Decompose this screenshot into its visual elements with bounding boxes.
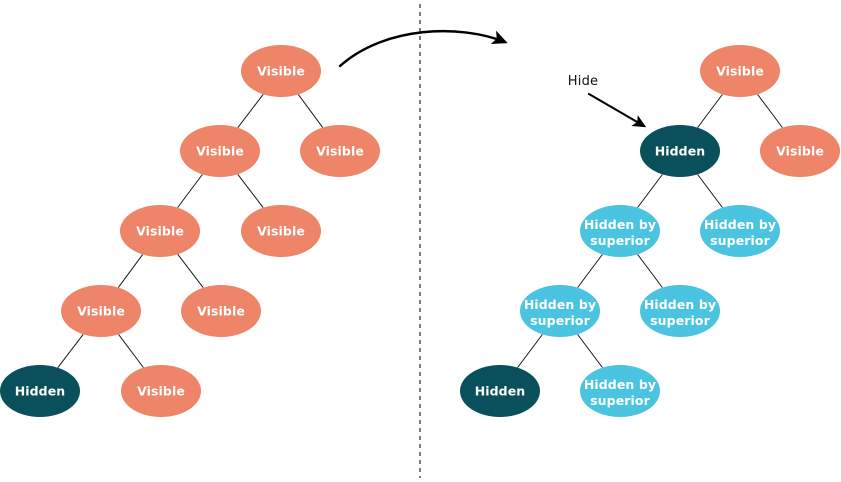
node-label: Visible: [716, 64, 764, 79]
node-ellipse[interactable]: [580, 365, 660, 417]
node-ellipse[interactable]: [760, 125, 840, 177]
tree-node-hidden[interactable]: Hidden: [640, 125, 720, 177]
tree-edge: [697, 174, 723, 208]
node-label: Visible: [257, 64, 305, 79]
tree-node-visible[interactable]: Visible: [120, 205, 200, 257]
tree-node-visible[interactable]: Visible: [121, 365, 201, 417]
tree-edge: [577, 334, 603, 368]
node-ellipse[interactable]: [640, 285, 720, 337]
tree-node-visible[interactable]: Visible: [241, 45, 321, 97]
node-ellipse[interactable]: [180, 125, 260, 177]
tree-edge: [517, 334, 543, 368]
node-label: Hidden: [655, 144, 706, 159]
transition-arrow-icon: [338, 29, 508, 68]
node-label: Visible: [257, 224, 305, 239]
node-label: Visible: [136, 224, 184, 239]
tree-node-visible[interactable]: Visible: [700, 45, 780, 97]
node-label: Visible: [137, 384, 185, 399]
hide-arrow-icon: [587, 92, 647, 128]
node-ellipse[interactable]: [460, 365, 540, 417]
tree-edge: [177, 253, 204, 289]
node-label: Visible: [776, 144, 824, 159]
node-ellipse[interactable]: [700, 45, 780, 97]
node-ellipse[interactable]: [120, 205, 200, 257]
node-label: Visible: [316, 144, 364, 159]
tree-edge: [117, 254, 144, 288]
tree-edge: [57, 333, 84, 369]
node-ellipse[interactable]: [181, 285, 261, 337]
tree-edge: [577, 254, 603, 288]
hide-annotation-label: Hide: [568, 74, 598, 89]
tree-node-visible[interactable]: Visible: [760, 125, 840, 177]
tree-edge: [697, 94, 723, 128]
node-ellipse[interactable]: [300, 125, 380, 177]
node-ellipse[interactable]: [580, 205, 660, 257]
node-label: Hidden: [475, 384, 526, 399]
tree-edge: [757, 94, 783, 128]
node-ellipse[interactable]: [241, 205, 321, 257]
tree-edge: [177, 174, 203, 208]
tree-node-hidden[interactable]: Hidden: [460, 365, 540, 417]
tree-node-visible[interactable]: Visible: [180, 125, 260, 177]
node-ellipse[interactable]: [700, 205, 780, 257]
tree-edge: [637, 174, 663, 208]
tree-node-visible[interactable]: Visible: [241, 205, 321, 257]
node-label: Visible: [197, 304, 245, 319]
node-label: Hidden: [15, 384, 66, 399]
node-ellipse[interactable]: [640, 125, 720, 177]
tree-edge: [237, 93, 264, 129]
tree-edge: [637, 254, 663, 288]
tree-node-visible[interactable]: Visible: [61, 285, 141, 337]
tree-node-hidden[interactable]: Hidden: [0, 365, 80, 417]
tree-edge: [237, 173, 264, 209]
node-ellipse[interactable]: [121, 365, 201, 417]
tree-edges-layer: [57, 93, 783, 369]
node-label: Visible: [77, 304, 125, 319]
node-ellipse[interactable]: [520, 285, 600, 337]
tree-edge: [118, 334, 144, 368]
tree-node-visible[interactable]: Visible: [181, 285, 261, 337]
tree-edge: [297, 94, 324, 128]
node-ellipse[interactable]: [241, 45, 321, 97]
tree-node-visible[interactable]: Visible: [300, 125, 380, 177]
node-ellipse[interactable]: [61, 285, 141, 337]
node-label: Visible: [196, 144, 244, 159]
node-ellipse[interactable]: [0, 365, 80, 417]
